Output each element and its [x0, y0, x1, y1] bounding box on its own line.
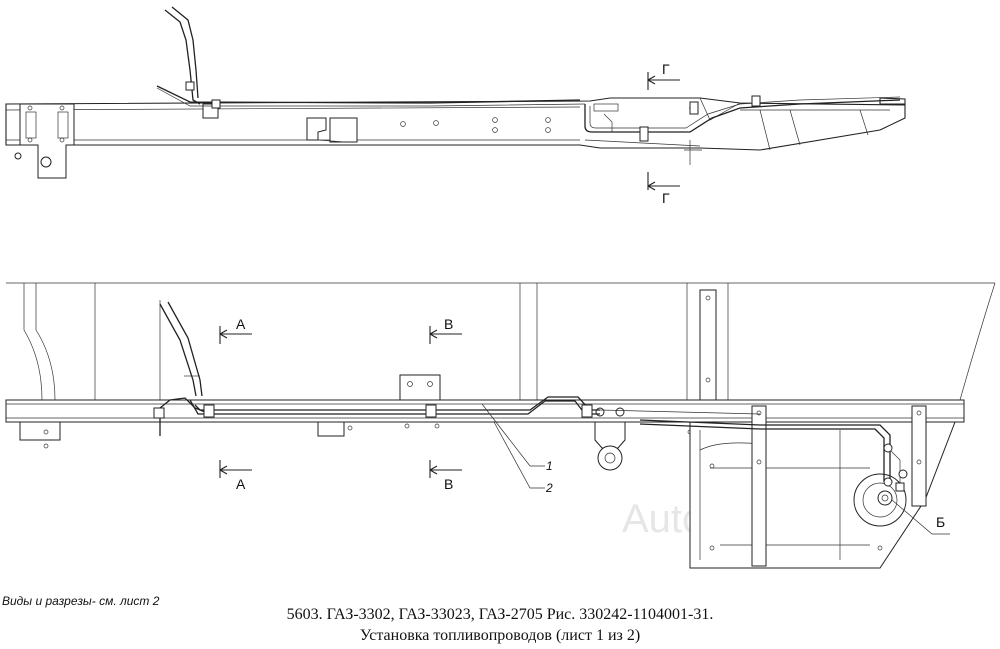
caption-line-2: Установка топливопроводов (лист 1 из 2)	[359, 627, 641, 644]
section-b-marker-bottom: В	[429, 460, 462, 492]
section-g-marker-bottom: Г	[647, 172, 680, 206]
section-a-marker-bottom: А	[219, 460, 252, 492]
callout-pipe-2: 2	[493, 421, 553, 495]
technical-drawing: AutoSoft	[5, 6, 996, 569]
section-label-g: Г	[662, 61, 670, 77]
bottom-view-fuel-lines	[153, 301, 908, 492]
caption-line-1: 5603. ГАЗ-3302, ГАЗ-33023, ГАЗ-2705 Рис.…	[286, 606, 714, 623]
section-b-marker-top: В	[429, 316, 462, 344]
fuel-tank	[689, 405, 956, 569]
callout-pipe-1: 1	[481, 403, 553, 473]
section-label-b: В	[444, 316, 453, 332]
bottom-view-frame	[5, 282, 996, 471]
top-view-frame	[5, 97, 906, 179]
section-label-b: В	[444, 476, 453, 492]
section-label-a: А	[236, 316, 246, 332]
callout-view-b: Б	[891, 499, 950, 535]
callout-label-2: 2	[545, 481, 553, 495]
section-a-marker-top: А	[219, 316, 252, 344]
section-label-a: А	[236, 476, 246, 492]
callout-label-1: 1	[546, 459, 553, 473]
views-note: Виды и разрезы- см. лист 2	[2, 594, 160, 608]
section-label-g: Г	[662, 190, 670, 206]
section-g-marker-top: Г	[647, 61, 680, 90]
top-view-fuel-lines	[156, 6, 906, 165]
callout-label-view-b: Б	[936, 514, 945, 530]
